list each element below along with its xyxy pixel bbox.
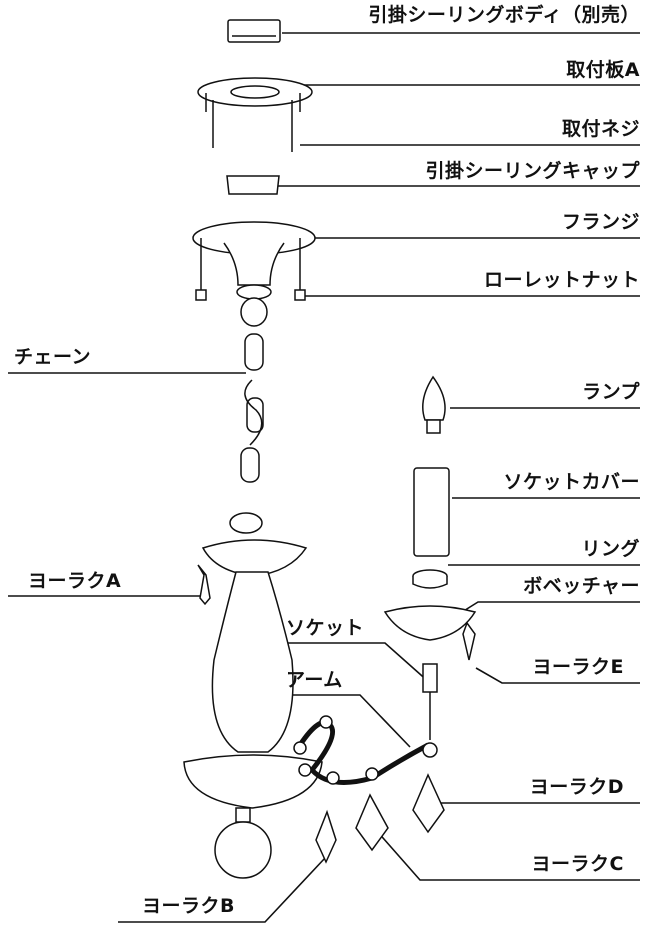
label-socket: ソケット	[286, 617, 365, 639]
lamp-base	[426, 419, 441, 434]
lamp-shape	[422, 375, 446, 421]
bobeche-shape	[383, 605, 477, 641]
socket-cover-shape	[413, 467, 450, 557]
label-lamp: ランプ	[582, 381, 640, 403]
crystal-a-shape	[197, 564, 211, 606]
body-vase-shape	[211, 571, 294, 753]
leader-arm	[283, 694, 411, 748]
label-knurled-nut: ローレットナット	[483, 269, 640, 291]
finial-ball	[214, 821, 272, 879]
crystal-e-shape	[462, 621, 476, 661]
ceiling-cap-shape	[226, 175, 280, 195]
leader-crystal-c	[375, 829, 640, 881]
knurled-nut-left	[195, 289, 207, 301]
leader-crystal-e	[475, 667, 640, 684]
chain-link	[240, 447, 260, 483]
label-arm: アーム	[286, 669, 343, 691]
label-mount-screw: 取付ネジ	[561, 118, 640, 140]
label-crystal-d: ヨーラクD	[529, 776, 624, 798]
finial-cap	[235, 807, 251, 823]
upper-bowl-shape	[201, 539, 308, 577]
crystal-b-shape	[315, 809, 337, 864]
ceiling-body-shape	[227, 19, 281, 43]
chain-link	[244, 333, 264, 371]
chain-link	[229, 512, 263, 534]
socket-shape	[422, 663, 438, 693]
leader-crystal-b	[118, 857, 326, 923]
chain-link	[240, 297, 268, 327]
label-crystal-a: ヨーラクA	[28, 570, 122, 592]
label-crystal-c: ヨーラクC	[531, 853, 624, 875]
label-bobeche: ボベッチャー	[523, 575, 640, 597]
label-chain: チェーン	[14, 346, 92, 368]
knurled-nut-right	[294, 289, 306, 301]
label-ceiling-body: 引掛シーリングボディ（別売）	[368, 4, 640, 26]
label-mount-plate-a: 取付板A	[566, 59, 640, 81]
crystal-c-shape	[355, 793, 389, 852]
label-socket-cover: ソケットカバー	[503, 471, 640, 493]
arm-shape	[297, 720, 430, 785]
label-crystal-e: ヨーラクE	[532, 656, 624, 678]
label-ring: リング	[581, 538, 640, 560]
lower-bowl-shape	[183, 754, 323, 809]
label-flange: フランジ	[561, 211, 640, 233]
label-crystal-b: ヨーラクB	[142, 895, 235, 917]
leader-bobeche	[461, 601, 640, 613]
crystal-d-shape	[412, 773, 445, 834]
label-ceiling-cap: 引掛シーリングキャップ	[425, 160, 640, 182]
leader-socket	[283, 642, 431, 684]
